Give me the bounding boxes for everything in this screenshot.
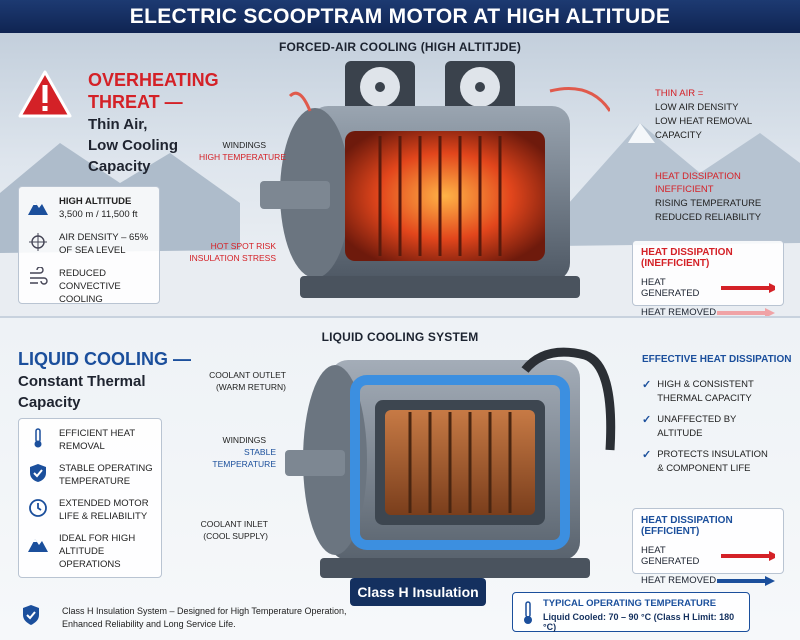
- hd-red1: HEAT DISSIPATION: [655, 171, 741, 182]
- thin-air-1: LOW AIR DENSITY: [655, 102, 739, 113]
- coolant-inlet-label1: COOLANT INLET: [200, 519, 268, 529]
- page-title: ELECTRIC SCOOPTRAM MOTOR AT HIGH ALTITUD…: [129, 4, 671, 28]
- heat-generated-arrow: [720, 283, 775, 293]
- coolant-outlet-label2: (WARM RETURN): [215, 382, 286, 392]
- benefit3b: LIFE & RELIABILITY: [59, 511, 148, 522]
- check2a: UNAFFECTED BY: [657, 414, 737, 425]
- class-h-badge: Class H Insulation: [350, 578, 486, 606]
- hd-sub2: REDUCED RELIABILITY: [655, 212, 762, 223]
- temp-value: Liquid Cooled: 70 – 90 °C (Class H Limit…: [543, 612, 735, 632]
- operating-temp-box: TYPICAL OPERATING TEMPERATURE Liquid Coo…: [512, 592, 750, 632]
- check-item-2: ✓ UNAFFECTED BY ALTITUDE: [642, 413, 736, 441]
- hd-sub1: RISING TEMPERATURE: [655, 198, 762, 209]
- check-item-1: ✓ HIGH & CONSISTENT THERMAL CAPACITY: [642, 378, 754, 406]
- liquid-sub1: Constant Thermal: [18, 373, 146, 390]
- heat-removed-label: HEAT REMOVED: [641, 307, 717, 317]
- liquid-cooled-motor-illustration: [285, 347, 616, 578]
- check1b: THERMAL CAPACITY: [657, 393, 752, 404]
- heat-removed-label: HEAT REMOVED: [641, 575, 717, 586]
- check-icon: ✓: [642, 449, 652, 461]
- coolant-inlet-label2: (COOL SUPPLY): [203, 531, 268, 541]
- air-density-icon: [29, 233, 47, 251]
- heat-generated-arrow: [720, 551, 775, 561]
- thermometer-icon: [34, 428, 42, 448]
- check-icon: ✓: [642, 414, 652, 426]
- liquid-sub2: Capacity: [18, 394, 81, 411]
- clock-icon: [29, 499, 47, 517]
- windings-temp-label: HIGH TEMPERATURE: [198, 152, 286, 162]
- thin-air-3: CAPACITY: [655, 130, 702, 141]
- benefit1a: EFFICIENT HEAT: [59, 428, 136, 439]
- check3b: & COMPONENT LIFE: [657, 463, 751, 474]
- density-line1: AIR DENSITY – 65%: [59, 232, 149, 243]
- heat-removed-arrow: [717, 575, 775, 586]
- temp-title: TYPICAL OPERATING TEMPERATURE: [543, 598, 717, 609]
- density-line2: OF SEA LEVEL: [59, 245, 126, 256]
- thin-air-title: THIN AIR =: [655, 88, 704, 99]
- hd-box-title: HEAT DISSIPATION (INEFFICIENT): [641, 247, 733, 269]
- conv-line1: REDUCED CONVECTIVE: [59, 268, 121, 292]
- liquid-windings-temp: STABLE TEMPERATURE: [212, 447, 276, 469]
- altitude-panel: HIGH ALTITUDE 3,500 m / 11,500 ft AIR DEN…: [18, 186, 160, 305]
- heat-generated-label: HEAT GENERATED: [641, 277, 700, 299]
- benefit1b: REMOVAL: [59, 441, 105, 452]
- benefit4b: ALTITUDE OPERATIONS: [59, 546, 121, 570]
- check1a: HIGH & CONSISTENT: [657, 379, 754, 390]
- heat-dissipation-inefficient-box: HEAT DISSIPATION (INEFFICIENT) HEAT GENE…: [632, 240, 784, 317]
- heat-dissipation-efficient-box: HEAT DISSIPATION (EFFICIENT) HEAT GENERA…: [632, 508, 784, 586]
- forced-air-title: FORCED-AIR COOLING (HIGH ALTITJDE): [278, 40, 522, 54]
- footer-line1: Class H Insulation System – Designed for…: [62, 606, 347, 616]
- liquid-title1: LIQUID COOLING —: [18, 349, 191, 369]
- shield-check-icon: [30, 464, 46, 482]
- hotspot-label2: INSULATION STRESS: [189, 253, 276, 263]
- coolant-outlet-label1: COOLANT OUTLET: [209, 370, 286, 380]
- liquid-cooling-section: LIQUID COOLING SYSTEM LIQUID COOLING — C…: [0, 318, 800, 640]
- benefit3a: EXTENDED MOTOR: [59, 498, 149, 509]
- check-item-3: ✓ PROTECTS INSULATION & COMPONENT LIFE: [642, 448, 768, 476]
- shield-icon: [23, 605, 39, 625]
- hd-red2: INEFFICIENT: [655, 184, 714, 195]
- benefit4a: IDEAL FOR HIGH: [59, 533, 136, 544]
- thin-air-2: LOW HEAT REMOVAL: [655, 116, 753, 127]
- threat-sub2: Low Cooling: [88, 137, 178, 154]
- hotspot-label1: HOT SPOT RISK: [210, 241, 276, 251]
- alt-value: 3,500 m / 11,500 ft: [59, 209, 138, 220]
- footer-line2: Enhanced Reliability and Long Service Li…: [62, 619, 236, 629]
- threat-line2: THREAT —: [88, 92, 183, 112]
- heat-removed-arrow: [717, 307, 775, 317]
- benefits-panel: EFFICIENT HEAT REMOVAL STABLE OPERATING TE…: [18, 418, 162, 578]
- windings-label: WINDINGS: [222, 140, 266, 150]
- threat-sub3: Capacity: [88, 158, 151, 175]
- thermometer-icon: [524, 601, 532, 624]
- conv-line2: COOLING: [59, 294, 103, 305]
- mountain-icon: [28, 539, 48, 552]
- page-title-banner: ELECTRIC SCOOPTRAM MOTOR AT HIGH ALTITUD…: [0, 0, 800, 33]
- section-divider: [0, 316, 800, 319]
- liquid-cooling-title: LIQUID COOLING SYSTEM: [321, 330, 479, 344]
- heat-generated-label: HEAT GENERATED: [641, 545, 700, 567]
- check3a: PROTECTS INSULATION: [657, 449, 768, 460]
- benefit2a: STABLE OPERATING: [59, 463, 153, 474]
- forced-air-motor-illustration: [260, 61, 610, 298]
- mountain-icon: [28, 202, 48, 215]
- footer-text: Class H Insulation System – Designed for…: [62, 605, 346, 631]
- hd-eff-title: HEAT DISSIPATION (EFFICIENT): [641, 515, 733, 537]
- check2b: ALTITUDE: [657, 428, 703, 439]
- effective-title: EFFECTIVE HEAT DISSIPATION: [642, 354, 792, 365]
- liquid-windings-label: WINDINGS: [222, 435, 266, 445]
- forced-air-section: FORCED-AIR COOLING (HIGH ALTITJDE) OVERH…: [0, 33, 800, 317]
- check-icon: ✓: [642, 379, 652, 391]
- convection-icon: [30, 267, 48, 285]
- threat-line1: OVERHEATING: [88, 70, 219, 90]
- benefit2b: TEMPERATURE: [59, 476, 131, 487]
- warning-icon: [18, 70, 72, 118]
- alt-title: HIGH ALTITUDE: [59, 196, 132, 207]
- threat-sub1: Thin Air,: [88, 116, 148, 133]
